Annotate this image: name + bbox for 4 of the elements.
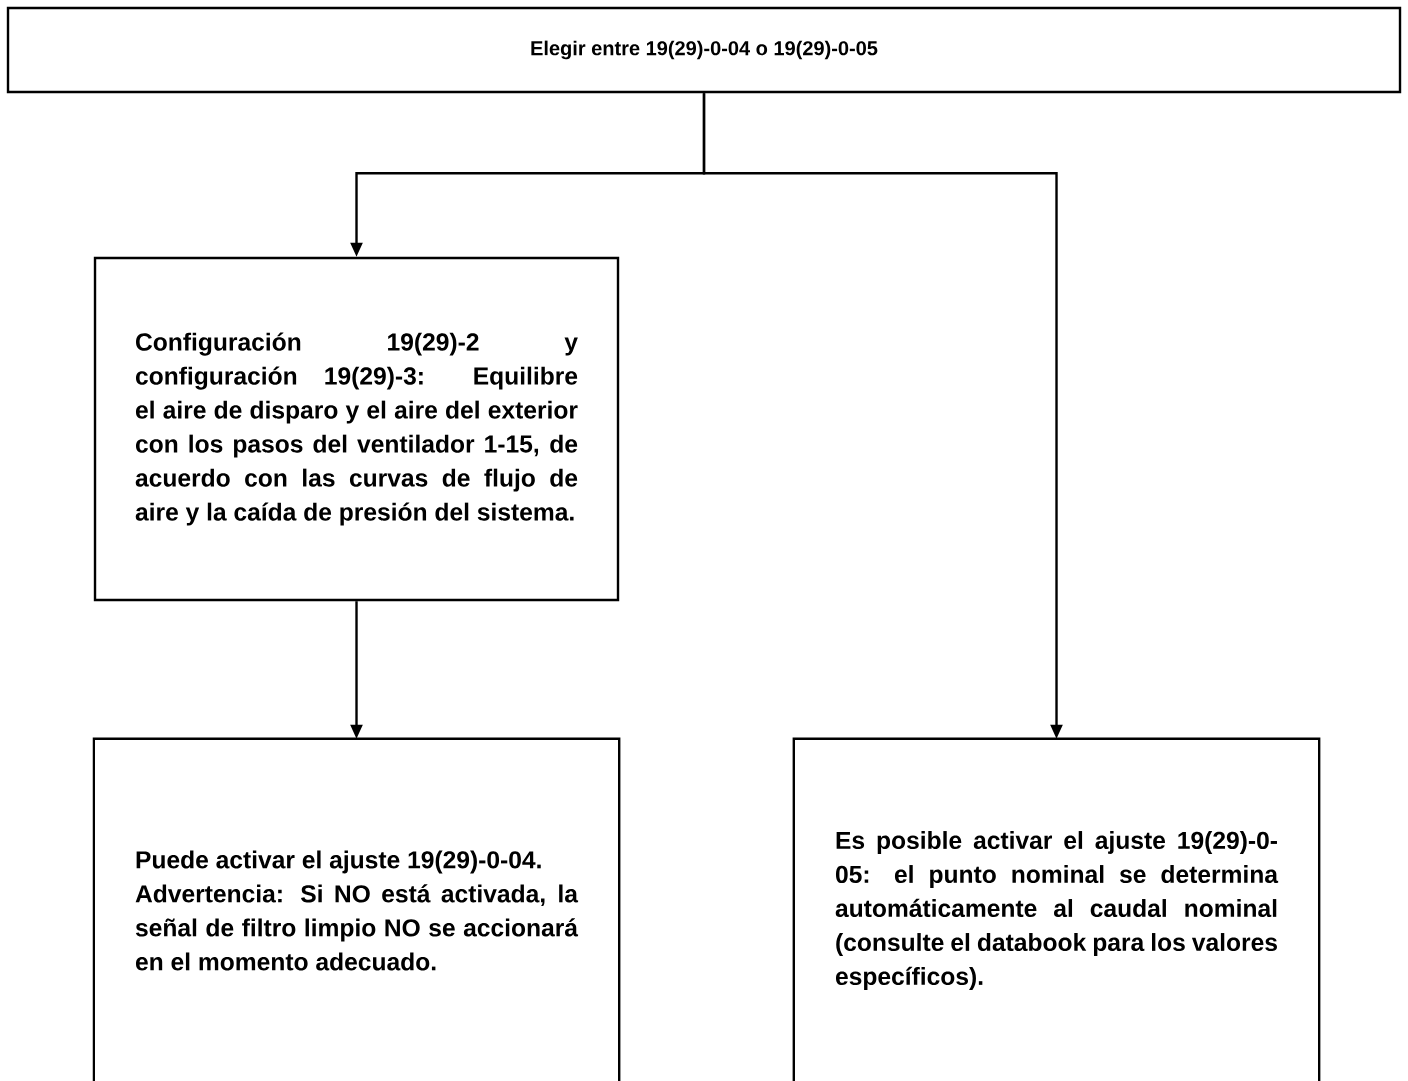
- process-box: Elegir entre 19(29)-0-04 o 19(29)-0-05: [6, 6, 1402, 94]
- open-box: Es posible activar el ajuste 19(29)-0-05: el punto nominal se determina automáticamente al caudal nominal (consulte el databook para los valores específicos).: [792, 737, 1321, 1081]
- process-box: Configuración 19(29)-2 y configuración 19(29)-3: Equilibre el aire de disparo y el aire del exterior con los pasos del ventilador 1-15, de acuerdo con las curvas de flujo de aire y la caída de presión del sistema.: [93, 256, 620, 602]
- open-box: Puede activar el ajuste 19(29)-0-04. Advertencia: Si NO está activada, la señal de filtro limpio NO se accionará en el momento adecuado.: [92, 737, 621, 1081]
